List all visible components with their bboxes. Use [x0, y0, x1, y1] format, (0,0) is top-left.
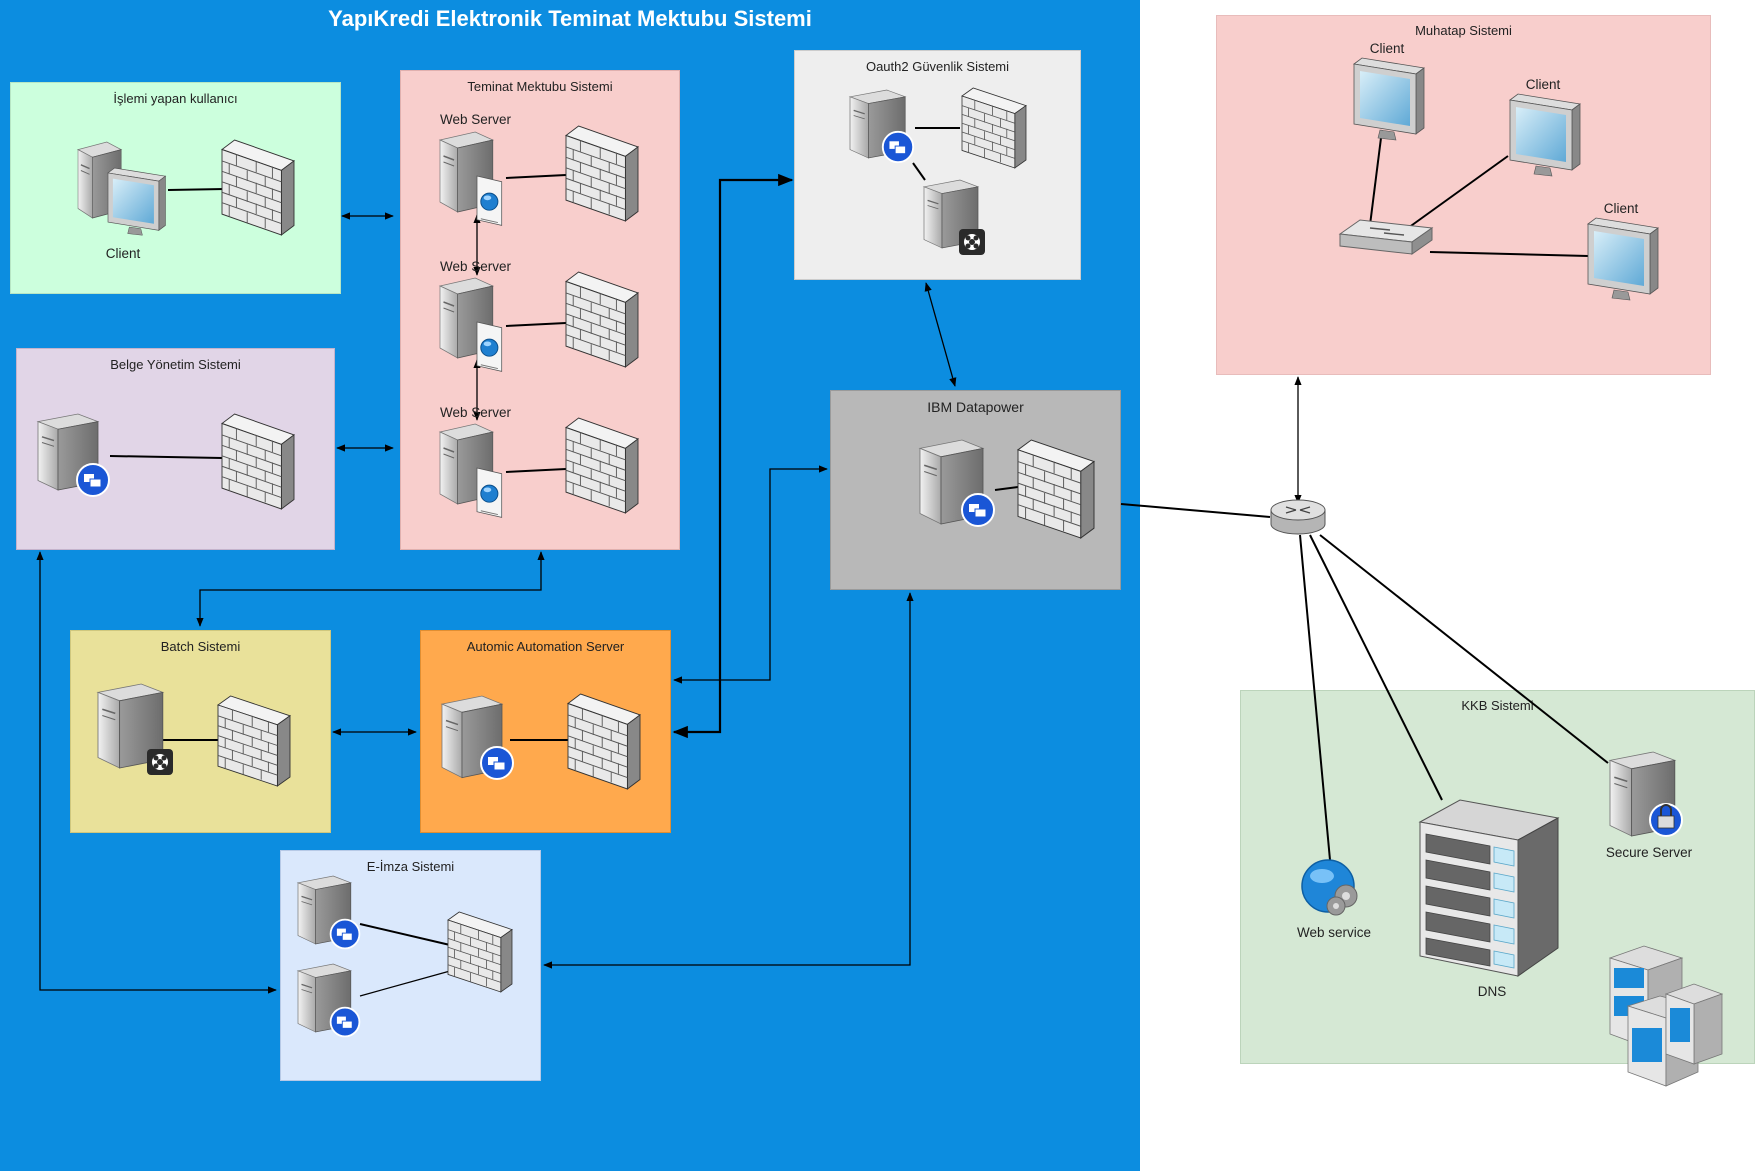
- router-icon: [1270, 499, 1326, 535]
- rack-server-icon: [1418, 799, 1560, 977]
- group-muhatap-sistemi: Muhatap Sistemi: [1216, 15, 1711, 375]
- link-eimza-server1-firewall: [359, 923, 451, 946]
- arrow-automic-oauth: [672, 173, 794, 739]
- web-server-icon: [439, 131, 503, 226]
- arrow-automic-ibm: [673, 465, 828, 684]
- firewall-icon: [221, 139, 295, 236]
- monitor-icon: [1509, 93, 1581, 177]
- group-label-kkb: KKB Sistemi: [1461, 698, 1534, 713]
- group-label-muhatap: Muhatap Sistemi: [1415, 23, 1512, 38]
- link-muhatap-client2-switch: [1407, 155, 1509, 229]
- monitor-icon: [1587, 217, 1659, 301]
- server-icon: [919, 439, 995, 527]
- firewall-icon: [447, 911, 513, 993]
- building-icon: [1608, 945, 1724, 1087]
- firewall-icon: [961, 87, 1027, 169]
- web-service-icon: [1301, 859, 1358, 916]
- group-label-oauth: Oauth2 Güvenlik Sistemi: [865, 59, 1010, 74]
- firewall-icon: [565, 417, 639, 514]
- secure-server-icon: [1609, 751, 1683, 837]
- arrow-eimza-ibm: [543, 592, 914, 969]
- web-server-icon: [439, 423, 503, 518]
- server-icon: [923, 179, 985, 255]
- diagram-title: YapıKredi Elektronik Teminat Mektubu Sis…: [328, 6, 812, 31]
- server-icon: [441, 695, 514, 780]
- link-web2-firewall: [505, 322, 567, 327]
- link-web1-firewall: [505, 174, 567, 179]
- link-ibm-router: [1120, 503, 1271, 518]
- link-client-firewall: [167, 188, 226, 191]
- web-server-icon: [439, 277, 503, 372]
- link-router-webservice: [1299, 534, 1331, 861]
- link-eimza-server2-firewall: [359, 970, 451, 997]
- firewall-icon: [217, 695, 291, 787]
- link-oauth-server-server2: [912, 162, 926, 181]
- web-server-label-3: Web Server: [440, 405, 512, 420]
- web-server-label-2: Web Server: [440, 259, 512, 274]
- group-label-teminat: Teminat Mektubu Sistemi: [467, 79, 613, 94]
- muhatap-client-label-1: Client: [1369, 41, 1405, 56]
- link-router-dns: [1309, 534, 1443, 801]
- arrow-teminat-batch: [196, 551, 545, 627]
- firewall-icon: [565, 125, 639, 222]
- web-service-label: Web service: [1296, 925, 1372, 940]
- muhatap-client-label-3: Client: [1603, 201, 1639, 216]
- firewall-icon: [565, 271, 639, 368]
- link-muhatap-client1-switch: [1369, 129, 1383, 226]
- server-icon: [37, 413, 110, 497]
- group-label-islem: İşlemi yapan kullanıcı: [113, 91, 238, 106]
- link-belge-server-firewall: [109, 455, 223, 459]
- client-workstation-icon: [77, 141, 166, 236]
- monitor-icon: [1353, 57, 1425, 141]
- group-label-ibm: IBM Datapower: [927, 399, 1024, 415]
- firewall-icon: [1017, 439, 1095, 539]
- group-label-eimza: E-İmza Sistemi: [366, 859, 455, 874]
- server-icon: [297, 875, 361, 950]
- dns-label: DNS: [1477, 984, 1507, 999]
- arrow-belge-eimza: [36, 551, 277, 994]
- server-icon: [297, 963, 361, 1038]
- arrow-oauth-ibm: [924, 282, 957, 387]
- muhatap-client-label-2: Client: [1525, 77, 1561, 92]
- web-server-label-1: Web Server: [440, 112, 512, 127]
- link-router-secure-server: [1319, 534, 1609, 764]
- secure-server-label: Secure Server: [1605, 845, 1693, 860]
- firewall-icon: [221, 413, 295, 510]
- server-icon: [849, 89, 915, 164]
- server-icon: [97, 683, 173, 775]
- client-label: Client: [105, 246, 141, 261]
- firewall-icon: [567, 693, 641, 790]
- link-muhatap-client3-switch: [1429, 251, 1589, 257]
- group-label-belge: Belge Yönetim Sistemi: [110, 357, 241, 372]
- link-web3-firewall: [505, 468, 567, 473]
- switch-icon: [1338, 219, 1434, 255]
- link-ibm-server-firewall: [994, 486, 1019, 491]
